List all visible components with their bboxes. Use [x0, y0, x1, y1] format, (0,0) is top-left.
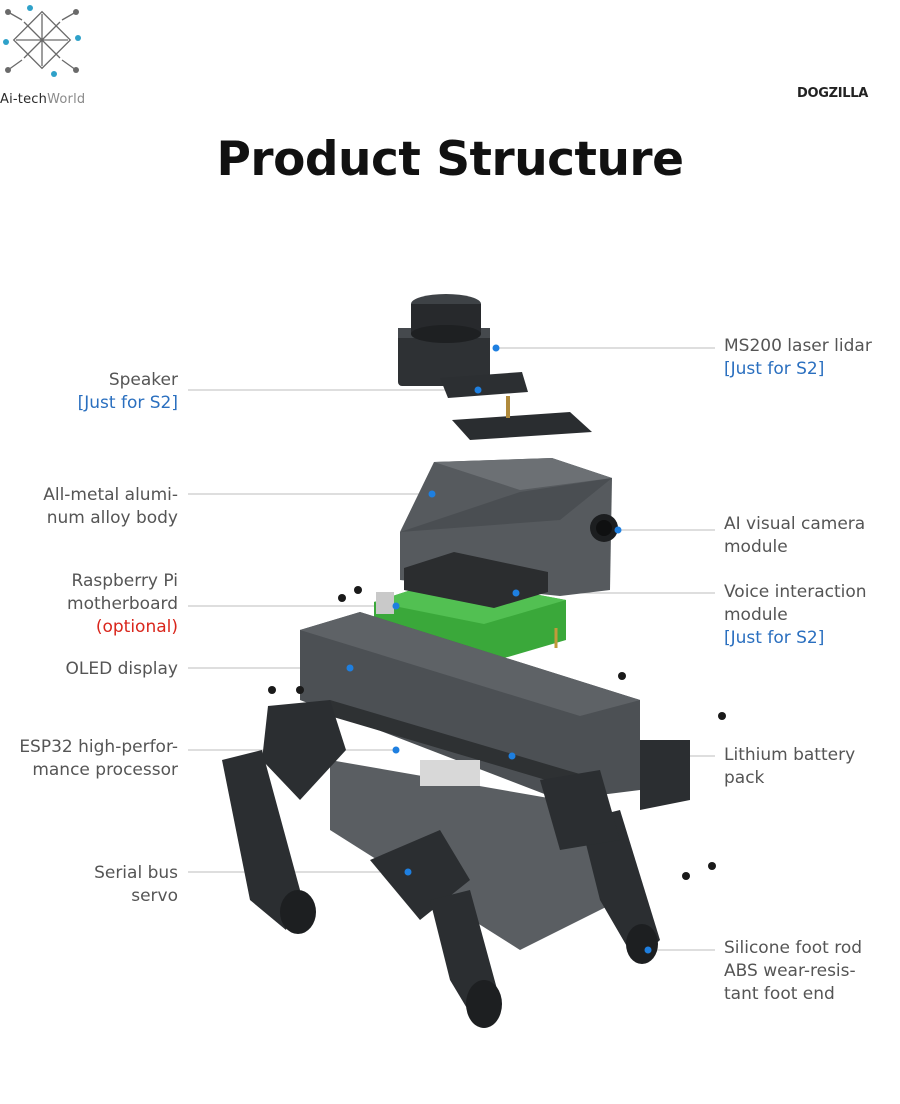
- label-lidar: MS200 laser lidar [Just for S2]: [724, 336, 872, 379]
- page-title: Product Structure: [216, 132, 684, 187]
- ai-techworld-logo: [3, 5, 81, 77]
- legs: [222, 700, 690, 1028]
- label-servo: Serial bus servo: [94, 863, 178, 906]
- chassis: [300, 612, 640, 950]
- pcb-stack: [374, 552, 566, 690]
- lidar-unit: [398, 294, 592, 440]
- logo-text: Ai-techWorld: [0, 92, 86, 107]
- label-voice: Voice interaction module [Just for S2]: [724, 582, 867, 648]
- label-foot: Silicone foot rod ABS wear-resis- tant f…: [724, 938, 863, 1004]
- label-esp32: ESP32 high-perfor- mance processor: [19, 737, 178, 780]
- brand-name: DOGZILLA: [797, 86, 869, 101]
- label-camera: AI visual camera module: [724, 514, 866, 557]
- label-speaker: Speaker [Just for S2]: [77, 370, 178, 413]
- label-body: All-metal alumi- num alloy body: [43, 485, 178, 528]
- label-raspberry-pi: Raspberry Pi motherboard (optional): [67, 571, 178, 637]
- label-battery: Lithium battery pack: [724, 745, 856, 788]
- label-oled: OLED display: [65, 659, 178, 679]
